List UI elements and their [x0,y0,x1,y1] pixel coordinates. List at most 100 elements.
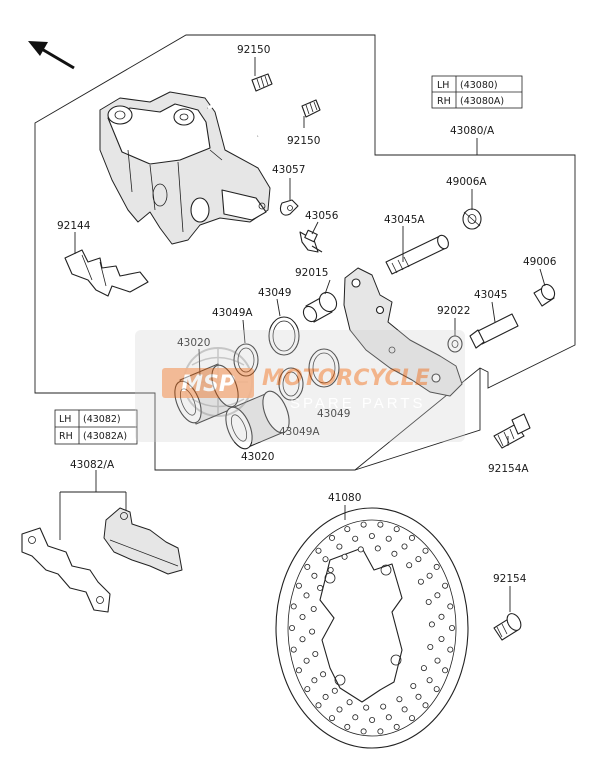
vent-hole [357,546,364,553]
vent-hole [406,562,413,569]
label-43020-bottom: 43020 [241,451,274,463]
vent-hole [408,534,415,541]
vent-hole [304,563,311,570]
label-43020-top: 43020 [177,337,210,349]
vent-hole [327,567,334,574]
vent-hole [328,715,335,722]
vent-hole [322,556,329,563]
label-92150-mid: 92150 [287,135,320,147]
vent-hole [401,706,408,713]
vent-hole [352,714,359,721]
caliper-body [99,91,271,245]
vent-hole [304,686,311,693]
vent-hole [393,526,400,533]
clip-43057 [279,199,299,216]
pads-rh-code: (43082A) [83,431,127,442]
vent-hole [369,717,376,724]
vent-hole [426,677,433,684]
vent-hole [385,535,392,542]
pads-rh-label: RH [59,431,73,442]
vent-hole [311,572,318,579]
label-41080: 41080 [328,492,361,504]
bracket-rh-label: RH [437,96,451,107]
seal-43049-lower [308,348,340,388]
vent-hole [317,584,324,591]
boot-49006 [533,283,556,307]
bracket-variant-table: LH (43080) RH (43080A) [431,75,523,109]
vent-hole [360,521,367,528]
watermark-line1: MOTORCYCLE [262,366,430,391]
seal-43049a-lower [278,367,304,401]
vent-hole [427,644,434,651]
vent-hole [442,667,449,674]
vent-hole [422,702,429,709]
label-92150-top: 92150 [237,44,270,56]
vent-hole [442,582,449,589]
vent-hole [425,599,432,606]
boot-49006a [462,208,482,230]
label-43080a: 43080/A [450,125,495,137]
vent-hole [393,723,400,730]
vent-hole [320,671,327,678]
vent-hole [295,667,302,674]
brake-disc-41080 [275,507,469,749]
vent-hole [433,686,440,693]
vent-hole [290,646,297,653]
vent-hole [417,578,424,585]
vent-hole [447,646,454,653]
vent-hole [422,547,429,554]
assembly-outline [34,34,576,471]
vent-hole [290,603,297,610]
vent-hole [415,556,422,563]
pin-43045a [385,234,449,275]
bracket-lh-code: (43080) [460,80,498,91]
sleeve-92015 [302,291,338,323]
vent-hole [377,728,384,735]
label-49006a: 49006A [446,176,487,188]
washer-92022 [447,335,463,353]
label-92015: 92015 [295,267,328,279]
leader-lines [59,57,546,612]
label-92154: 92154 [493,573,527,585]
watermark-logo-text: MSP [181,372,235,397]
bracket-lh-label: LH [437,80,449,91]
vent-hole [447,603,454,610]
label-43045: 43045 [474,289,507,301]
pin-92150-mid [257,99,321,138]
bolt-92154 [493,613,522,641]
vent-hole [368,533,375,540]
vent-hole [360,728,367,735]
vent-hole [288,625,295,632]
vent-hole [295,582,302,589]
bleeder-43056 [299,229,323,253]
label-92022: 92022 [437,305,470,317]
vent-hole [363,704,370,711]
vent-hole [315,547,322,554]
pin-92150-top [207,73,273,110]
label-92144: 92144 [57,220,91,232]
vent-hole [434,592,441,599]
piston-43020-upper [174,363,239,425]
vent-hole [408,715,415,722]
vent-hole [420,665,427,672]
watermark: MSP MOTORCYCLE SPARE PARTS [135,330,465,442]
brake-pad-left [21,527,111,613]
vent-hole [336,543,343,550]
vent-hole [309,628,316,635]
bracket-rh-code: (43080A) [460,96,504,107]
vent-hole [401,543,408,550]
vent-hole [438,613,445,620]
vent-hole [315,702,322,709]
pads-variant-table: LH (43082) RH (43082A) [54,409,138,445]
vent-hole [344,723,351,730]
pads-lh-label: LH [59,414,71,425]
label-92154a: 92154A [488,463,529,475]
label-43049a-top: 43049A [212,307,253,319]
vent-hole [352,535,359,542]
watermark-line2: SPARE PARTS [290,395,426,412]
brake-pad-right [103,507,183,575]
bracket-43080 [343,267,463,397]
vent-hole [434,657,441,664]
vent-hole [303,592,310,599]
pads-lh-code: (43082) [83,414,121,425]
